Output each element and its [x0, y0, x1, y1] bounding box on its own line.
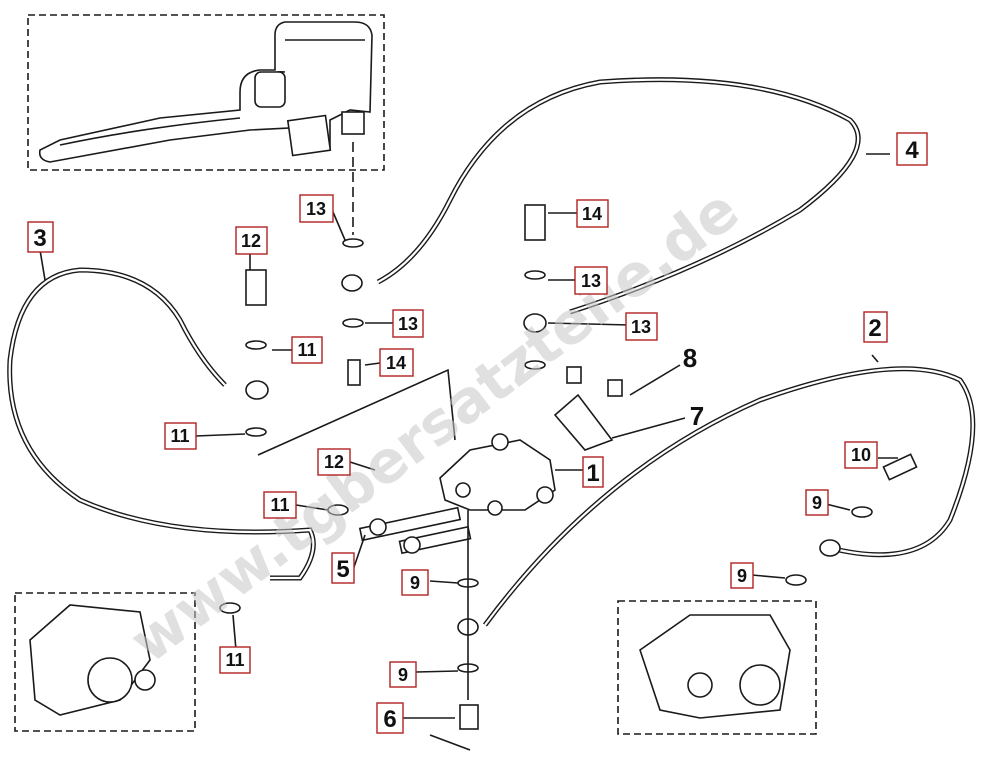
callout-14a: 14 [576, 199, 609, 228]
callout-3-label: 3 [33, 225, 46, 252]
callout-8-label: 8 [683, 343, 697, 373]
callout-11d-label: 11 [225, 650, 244, 670]
callout-9a: 9 [401, 569, 429, 596]
callout-10: 10 [844, 441, 878, 469]
callout-2: 2 [863, 311, 888, 343]
callout-14b-label: 14 [386, 353, 406, 373]
callout-9c-label: 9 [812, 493, 822, 513]
callout-3: 3 [27, 221, 54, 253]
callout-14b: 14 [379, 348, 414, 377]
left-brake-caliper [14, 592, 196, 732]
callout-2-label: 2 [868, 315, 881, 342]
callout-4: 4 [896, 132, 928, 166]
right-brake-caliper [617, 600, 817, 735]
callout-9b-label: 9 [398, 665, 408, 685]
callout-5-label: 5 [336, 556, 349, 583]
callout-14a-label: 14 [582, 204, 602, 224]
callout-9b: 9 [389, 661, 417, 688]
callout-12a: 12 [235, 226, 268, 255]
callout-12b-label: 12 [324, 452, 344, 472]
callout-5: 5 [331, 552, 355, 584]
callout-13c-label: 13 [398, 314, 418, 334]
callout-12b: 12 [317, 448, 351, 476]
callout-11c: 11 [263, 491, 297, 519]
callout-13a-label: 13 [306, 199, 326, 219]
callout-13d: 13 [625, 312, 658, 341]
callout-13b-label: 13 [581, 271, 601, 291]
callout-13d-label: 13 [631, 317, 651, 337]
callout-7-label: 7 [690, 401, 704, 431]
callout-11a-label: 11 [297, 340, 316, 360]
callout-11b-label: 11 [170, 426, 189, 446]
callout-6: 6 [376, 702, 404, 734]
callout-13c: 13 [392, 309, 424, 338]
callout-1-label: 1 [586, 460, 599, 487]
master-cylinder-assembly [27, 14, 385, 171]
callout-1: 1 [582, 456, 604, 488]
callout-13a: 13 [299, 194, 334, 223]
callout-12a-label: 12 [241, 231, 261, 251]
callout-4-label: 4 [905, 137, 919, 164]
callout-9a-label: 9 [410, 573, 420, 593]
callout-10-label: 10 [851, 445, 871, 465]
callout-9d: 9 [730, 562, 754, 589]
callout-11a: 11 [291, 336, 323, 364]
callout-13b: 13 [574, 266, 608, 295]
callout-6-label: 6 [383, 706, 396, 733]
callout-9c: 9 [805, 489, 829, 516]
callout-11b: 11 [164, 422, 197, 450]
callout-11c-label: 11 [270, 495, 289, 515]
brake-hose-2 [482, 366, 976, 627]
callout-9d-label: 9 [737, 566, 747, 586]
callout-11d: 11 [219, 646, 251, 674]
